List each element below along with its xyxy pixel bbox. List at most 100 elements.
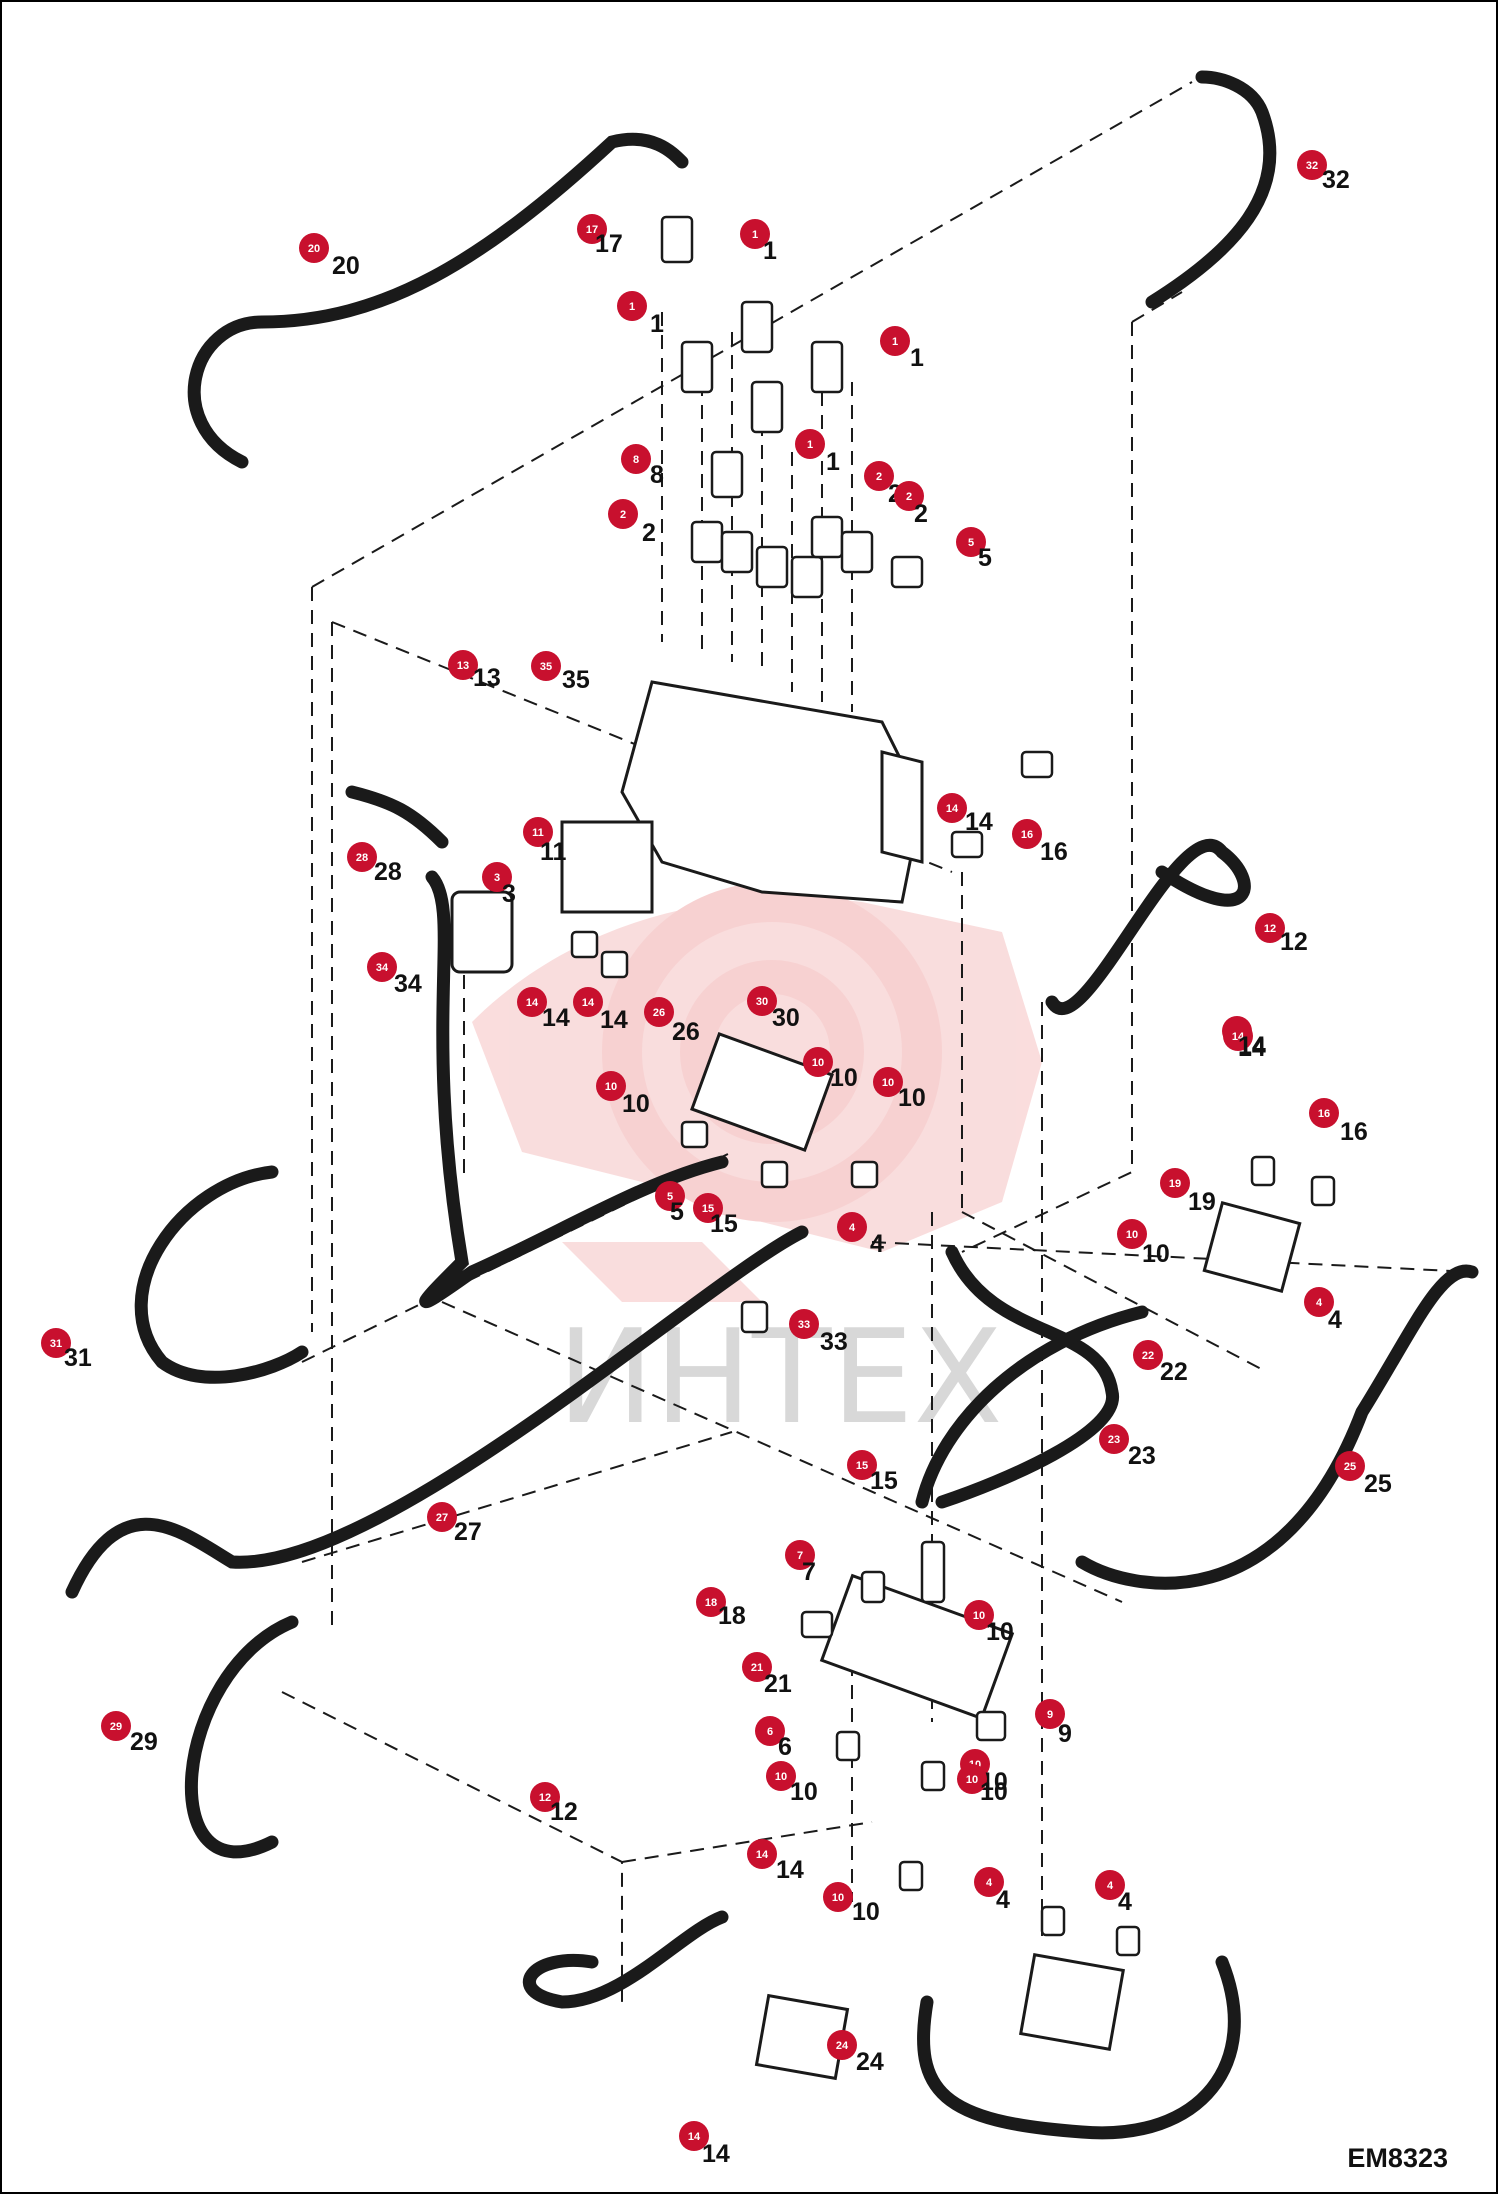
callout-badge <box>795 429 825 459</box>
drawing-code: EM8323 <box>1347 2143 1448 2173</box>
callout-badge <box>785 1540 815 1570</box>
callout-number: 1 <box>629 301 635 313</box>
part-number-label: 16 <box>1340 1118 1368 1146</box>
callout-number: 10 <box>832 1892 844 1904</box>
callout-number: 26 <box>653 1007 665 1019</box>
part-number-label: 14 <box>965 808 993 836</box>
callout-number: 27 <box>436 1512 448 1524</box>
part-number-label: 26 <box>672 1018 700 1046</box>
part-number-label: 23 <box>1128 1442 1156 1470</box>
callout-number: 16 <box>1021 829 1033 841</box>
callout-badge <box>766 1761 796 1791</box>
part-number-label: 14 <box>702 2140 730 2168</box>
callout-number: 4 <box>849 1222 856 1234</box>
part-number-label: 1 <box>910 344 924 372</box>
callout-badge <box>1304 1287 1334 1317</box>
callout-number: 28 <box>356 852 368 864</box>
part-number-label: 14 <box>776 1856 804 1884</box>
part-number-label: 4 <box>996 1886 1010 1914</box>
callout-number: 22 <box>1142 1350 1154 1362</box>
callout-number: 18 <box>705 1597 717 1609</box>
part-number-label: 9 <box>1058 1720 1072 1748</box>
callout-badge <box>427 1502 457 1532</box>
callout-badge <box>827 2030 857 2060</box>
callout-number: 7 <box>797 1550 803 1562</box>
part-number-label: 10 <box>986 1618 1014 1646</box>
callout-badge <box>367 952 397 982</box>
part-number-label: 32 <box>1322 166 1350 194</box>
callout-number: 2 <box>906 491 912 503</box>
callout-badge <box>596 1071 626 1101</box>
part-number-label: 2 <box>642 519 656 547</box>
callout-number: 10 <box>775 1771 787 1783</box>
callout-badge <box>482 862 512 892</box>
callout-number: 34 <box>376 962 389 974</box>
part-number-label: 35 <box>562 666 590 694</box>
callout-number: 9 <box>1047 1709 1053 1721</box>
part-number-label: 11 <box>540 838 567 866</box>
callout-badge <box>1255 913 1285 943</box>
part-number-label: 20 <box>332 252 360 280</box>
callout-badge <box>964 1600 994 1630</box>
callout-badge <box>873 1067 903 1097</box>
callout-number: 11 <box>532 827 544 839</box>
callout-number: 1 <box>892 336 898 348</box>
callout-number: 25 <box>1344 1461 1356 1473</box>
callout-number: 10 <box>605 1081 617 1093</box>
callout-badge <box>655 1181 685 1211</box>
part-number-label: 14 <box>1238 1032 1266 1060</box>
callout-badge <box>1297 150 1327 180</box>
callout-badge <box>1012 819 1042 849</box>
callout-number: 14 <box>1232 1031 1245 1043</box>
callout-number: 10 <box>882 1077 894 1089</box>
callout-badge <box>1133 1340 1163 1370</box>
callout-badge <box>1099 1424 1129 1454</box>
callout-badge <box>101 1711 131 1741</box>
callout-badge <box>531 651 561 681</box>
callout-number: 20 <box>308 243 320 255</box>
callout-badge <box>747 986 777 1016</box>
callout-badge <box>1117 1219 1147 1249</box>
part-number-label: 1 <box>826 448 840 476</box>
callout-badge <box>789 1309 819 1339</box>
callout-badge <box>530 1782 560 1812</box>
callout-number: 1 <box>752 229 758 241</box>
callout-number: 6 <box>767 1726 773 1738</box>
callout-badge <box>621 444 651 474</box>
callout-badge <box>1160 1168 1190 1198</box>
callout-badge <box>894 481 924 511</box>
callout-badge <box>517 987 547 1017</box>
part-number-label: 27 <box>454 1518 482 1546</box>
part-number-label: 1 <box>763 237 777 265</box>
part-number-label: 18 <box>718 1602 746 1630</box>
part-number-label: 21 <box>764 1670 792 1698</box>
part-number-label: 14 <box>542 1004 570 1032</box>
callout-number: 16 <box>1318 1108 1330 1120</box>
callout-number: 5 <box>667 1191 673 1203</box>
callout-number: 23 <box>1108 1434 1120 1446</box>
callout-number: 15 <box>856 1460 868 1472</box>
callout-number: 15 <box>702 1203 714 1215</box>
callout-number: 5 <box>968 537 974 549</box>
callout-badge <box>1035 1699 1065 1729</box>
callout-badge <box>1095 1870 1125 1900</box>
callout-number: 2 <box>620 509 626 521</box>
part-number-label: 4 <box>1328 1306 1342 1334</box>
part-number-label: 12 <box>550 1798 578 1826</box>
watermark-text: ИНТЕХ <box>557 1301 1003 1453</box>
part-number-label: 14 <box>600 1006 628 1034</box>
part-number-label: 7 <box>802 1558 816 1586</box>
callout-badge <box>755 1716 785 1746</box>
callout-badge <box>880 326 910 356</box>
part-number-label: 1 <box>650 310 664 338</box>
callout-number: 10 <box>812 1057 824 1069</box>
part-number-label: 10 <box>622 1090 650 1118</box>
callout-number: 24 <box>836 2040 849 2052</box>
callout-number: 31 <box>50 1338 62 1350</box>
callout-badge <box>448 650 478 680</box>
callout-number: 14 <box>688 2131 701 2143</box>
callout-badge <box>617 291 647 321</box>
part-number-label: 5 <box>978 544 992 572</box>
callout-badge <box>41 1328 71 1358</box>
callout-badge <box>956 527 986 557</box>
